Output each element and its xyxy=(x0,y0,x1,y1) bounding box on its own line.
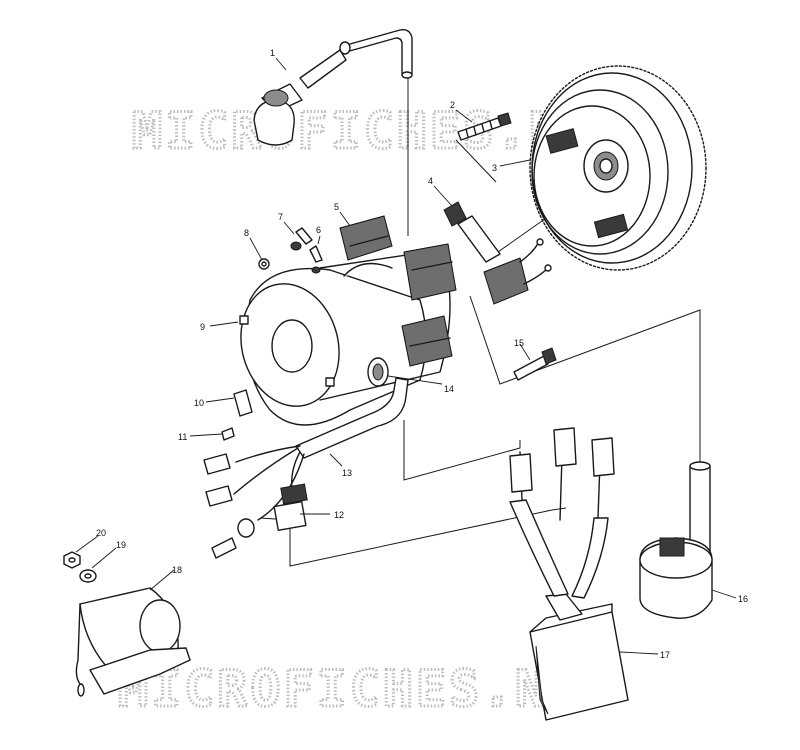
pulser-coil-part xyxy=(443,201,552,305)
callout-10: 10 xyxy=(194,398,204,408)
watermark-bottom: MICROFICHES.NET xyxy=(118,660,615,718)
wire-clamp-part xyxy=(221,389,253,441)
callout-6: 6 xyxy=(316,225,321,235)
spark-plug-cap-part xyxy=(253,28,413,146)
callout-14: 14 xyxy=(444,384,454,394)
flywheel-part xyxy=(529,65,707,271)
callout-8: 8 xyxy=(244,228,249,238)
callout-2: 2 xyxy=(450,100,455,110)
ignition-coil-part xyxy=(639,461,713,619)
callout-7: 7 xyxy=(278,212,283,222)
callout-16: 16 xyxy=(738,594,748,604)
callout-leader-lines xyxy=(75,57,737,655)
callout-18: 18 xyxy=(172,565,182,575)
nut-part xyxy=(63,551,81,569)
starter-solenoid-part xyxy=(75,587,191,697)
flywheel-bolt-part xyxy=(457,112,512,141)
wire-harness-part xyxy=(203,377,409,559)
callout-3: 3 xyxy=(492,163,497,173)
callout-labels: 1 2 3 4 5 6 7 8 9 10 11 12 13 14 15 16 1… xyxy=(96,48,748,660)
stator-assembly-part xyxy=(239,215,457,426)
callout-1: 1 xyxy=(270,48,275,58)
washer-part xyxy=(79,569,97,583)
callout-5: 5 xyxy=(334,202,339,212)
callout-13: 13 xyxy=(342,468,352,478)
callout-11: 11 xyxy=(178,432,187,442)
callout-17: 17 xyxy=(660,650,670,660)
callout-4: 4 xyxy=(428,176,433,186)
callout-15: 15 xyxy=(514,338,524,348)
callout-12: 12 xyxy=(334,510,344,520)
callout-20: 20 xyxy=(96,528,106,538)
callout-9: 9 xyxy=(200,322,205,332)
callout-19: 19 xyxy=(116,540,126,550)
stator-screws-part xyxy=(258,227,323,274)
stator-bolt-part xyxy=(513,347,557,381)
cdi-box-part xyxy=(509,427,629,721)
